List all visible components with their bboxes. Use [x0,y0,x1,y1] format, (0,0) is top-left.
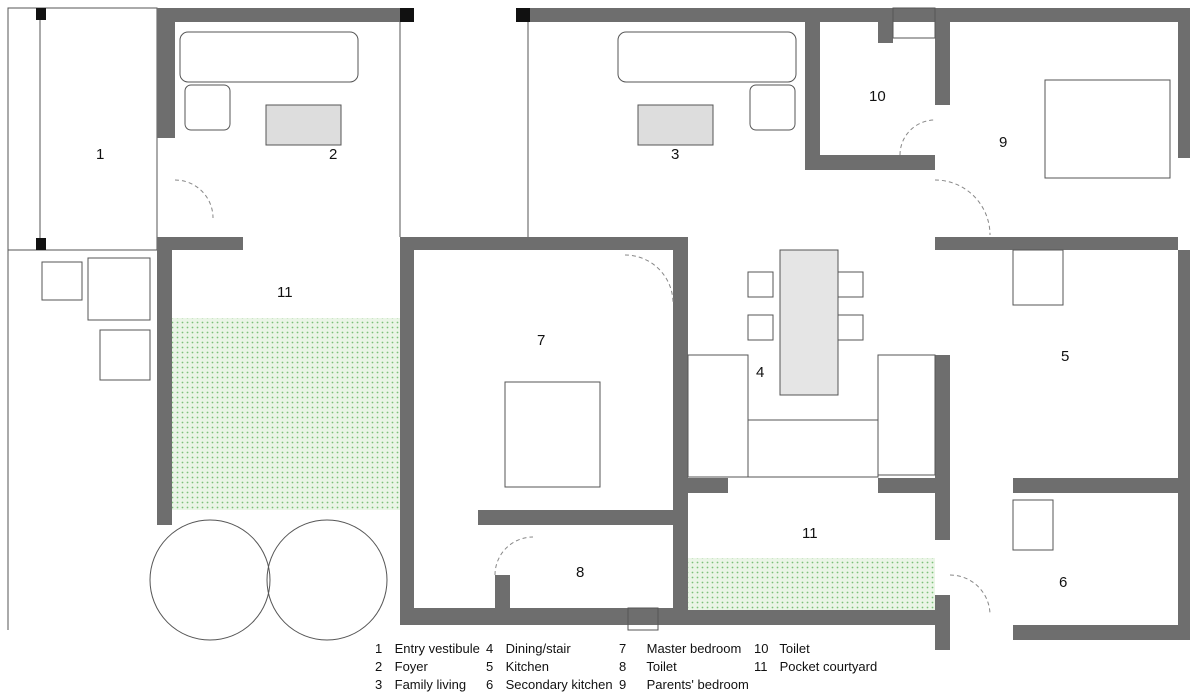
legend-num: 6 [486,677,494,692]
room-label-9: 9 [999,134,1008,151]
room-label-6: 6 [1059,574,1068,591]
legend-num: 1 [375,641,383,656]
legend-item: Family living [394,677,467,692]
courtyard-left [172,318,400,510]
room-label-3: 3 [671,146,680,163]
room-label-11a: 11 [277,284,293,301]
room-label-7: 7 [537,332,546,349]
legend-col-3: 7 Master bedroom 8 Toilet 9 Parents' bed… [619,640,749,694]
legend-num: 5 [486,659,494,674]
legend-item: Master bedroom [646,641,742,656]
room-label-2: 2 [329,146,338,163]
legend-num: 4 [486,641,494,656]
room-label-1: 1 [96,146,105,163]
legend-item: Toilet [779,641,810,656]
legend-item: Pocket courtyard [779,659,878,674]
legend-num: 11 [754,659,768,674]
legend-num: 8 [619,659,627,674]
legend-item: Toilet [646,659,677,674]
room-label-5: 5 [1061,348,1070,365]
room-label-10: 10 [869,88,886,105]
room-label-4: 4 [756,364,765,381]
legend-num: 3 [375,677,383,692]
room-label-8: 8 [576,564,585,581]
walls [157,8,1190,650]
legend-item: Dining/stair [505,641,571,656]
furniture [41,7,1171,641]
legend-col-4: 10 Toilet 11 Pocket courtyard [754,640,877,676]
legend-num: 7 [619,641,627,656]
legend-item: Entry vestibule [394,641,480,656]
legend-num: 2 [375,659,383,674]
legend-num: 9 [619,677,627,692]
legend-item: Secondary kitchen [505,677,613,692]
legend-item: Foyer [394,659,428,674]
legend-col-1: 1 Entry vestibule 2 Foyer 3 Family livin… [375,640,480,694]
legend-col-2: 4 Dining/stair 5 Kitchen 6 Secondary kit… [486,640,613,694]
legend-num: 10 [754,641,769,656]
legend-item: Parents' bedroom [646,677,749,692]
room-label-11b: 11 [802,525,818,542]
legend-item: Kitchen [505,659,549,674]
